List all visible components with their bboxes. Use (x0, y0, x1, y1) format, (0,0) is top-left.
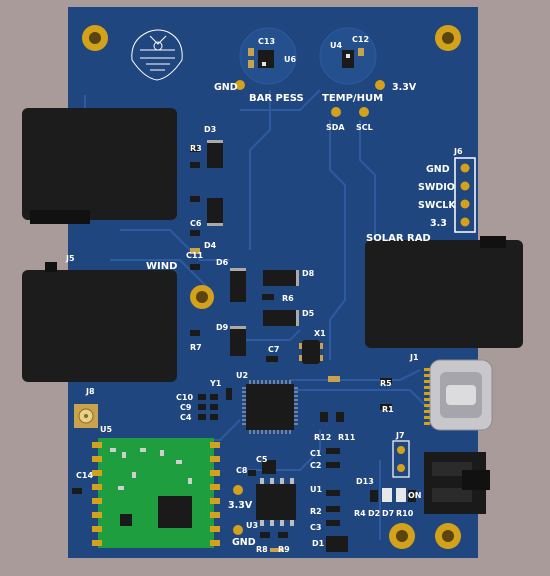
label-d7: D7 (382, 509, 394, 518)
label-d13: D13 (356, 477, 374, 486)
label-d3: D3 (204, 125, 216, 134)
label-j8: J8 (85, 387, 95, 396)
j8-antenna-connector (74, 404, 98, 428)
label-on: ON (408, 491, 422, 500)
label-gnd-top: GND (214, 82, 238, 93)
label-u4: U4 (330, 41, 342, 50)
test-pads (233, 80, 385, 535)
label-j6: J6 (453, 147, 463, 156)
label-c2: C2 (310, 461, 321, 470)
label-3v3-top: 3.3V (392, 82, 417, 93)
temp-sensor-footprint (319, 27, 377, 85)
label-d8: D8 (302, 269, 315, 278)
university-seal-logo (131, 29, 183, 81)
u5-radio-module (92, 438, 220, 548)
power-switch (424, 452, 490, 514)
label-u3: U3 (246, 521, 258, 530)
label-j5: J5 (65, 254, 75, 263)
label-c6: C6 (190, 219, 202, 228)
label-r8: R8 (256, 545, 268, 554)
label-c9: C9 (180, 403, 192, 412)
left-connector-lower (22, 262, 177, 382)
solar-connector (365, 236, 523, 348)
label-d5: D5 (302, 309, 315, 318)
x1-crystal (299, 340, 323, 364)
label-c1: C1 (310, 449, 322, 458)
label-c3: C3 (310, 523, 321, 532)
label-c11: C11 (186, 251, 203, 260)
j6-pin-swclk: SWCLK (418, 200, 456, 211)
label-c14: C14 (76, 471, 93, 480)
u3-regulator (256, 460, 296, 526)
j7-header (392, 440, 410, 478)
label-solar-rad: SOLAR RAD (366, 233, 431, 244)
label-u1: U1 (310, 485, 322, 494)
label-r9: R9 (278, 545, 290, 554)
label-r12: R12 (314, 433, 331, 442)
label-c5: C5 (256, 455, 268, 464)
j6-pin-swdio: SWDIO (418, 182, 455, 193)
label-r1: R1 (382, 405, 394, 414)
label-d1: D1 (312, 539, 325, 548)
label-temp-hum: TEMP/HUM (322, 93, 383, 104)
label-r4: R4 (354, 509, 366, 518)
label-d9: D9 (216, 323, 229, 332)
label-c4: C4 (180, 413, 192, 422)
diodes (207, 140, 348, 552)
label-c10: C10 (176, 393, 193, 402)
label-r2: R2 (310, 507, 322, 516)
label-d4: D4 (204, 241, 217, 250)
label-r11: R11 (338, 433, 356, 442)
label-wind: WIND (146, 261, 177, 272)
label-j1: J1 (409, 353, 419, 362)
label-y1: Y1 (209, 379, 222, 388)
label-bar-pess: BAR PESS (249, 93, 304, 104)
label-gnd-bottom: GND (232, 537, 256, 548)
label-c7: C7 (268, 345, 279, 354)
label-c13: C13 (258, 37, 275, 46)
u2-microcontroller (242, 380, 298, 434)
label-u5: U5 (100, 425, 112, 434)
j6-pin-gnd: GND (426, 164, 450, 175)
label-u2: U2 (236, 371, 248, 380)
label-3v3-bottom: 3.3V (228, 500, 253, 511)
label-d2: D2 (368, 509, 380, 518)
mounting-holes (82, 25, 461, 549)
label-r7: R7 (190, 343, 202, 352)
label-r6: R6 (282, 294, 294, 303)
label-j7: J7 (395, 431, 405, 440)
bar-sensor-footprint (239, 27, 297, 85)
label-c12: C12 (352, 35, 369, 44)
label-sda: SDA (326, 123, 345, 132)
left-connector-upper (22, 108, 177, 224)
label-r10: R10 (396, 509, 414, 518)
silkscreen-labels: C13 U6 U4 C12 GND BAR PESS TEMP/HUM 3.3V… (65, 35, 463, 554)
label-u6: U6 (284, 55, 296, 64)
label-scl: SCL (356, 123, 373, 132)
usb-c-connector (424, 359, 493, 431)
label-x1: X1 (314, 329, 326, 338)
label-c8: C8 (236, 466, 248, 475)
passive-components (72, 146, 416, 552)
j6-header (454, 157, 476, 233)
label-r5: R5 (380, 379, 392, 388)
label-d6: D6 (216, 258, 229, 267)
label-r3: R3 (190, 144, 202, 153)
j6-pin-33: 3.3 (430, 218, 447, 229)
